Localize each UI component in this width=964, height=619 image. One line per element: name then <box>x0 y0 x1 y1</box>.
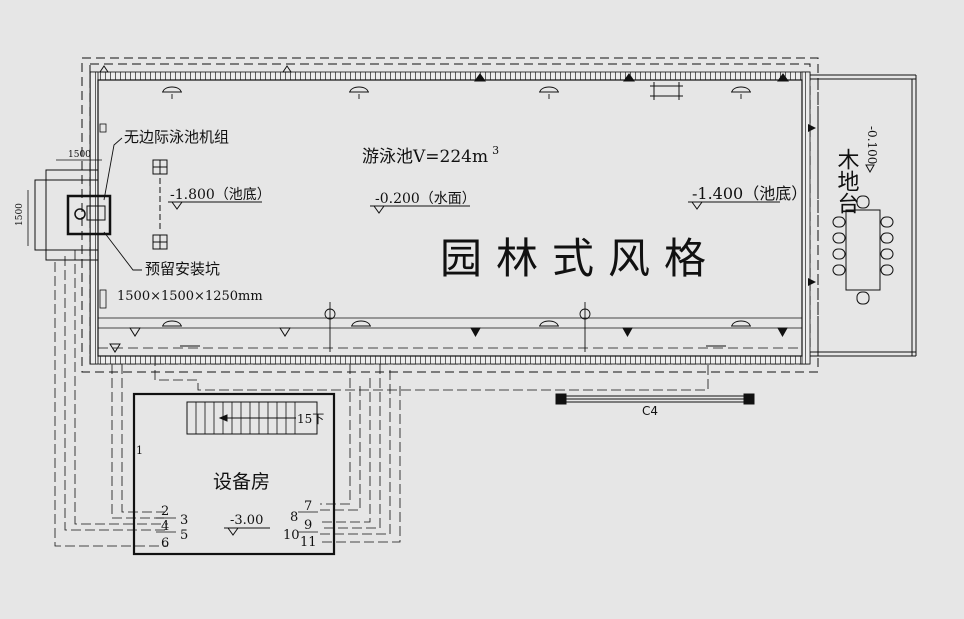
window-c4 <box>555 393 755 405</box>
pipe-number-7: 7 <box>304 499 312 514</box>
pipe-number-4: 4 <box>161 519 169 534</box>
drain-symbols <box>109 327 788 353</box>
pool-ladder <box>650 82 683 100</box>
stair-label: 15下 <box>297 412 324 426</box>
pipe-number-6: 6 <box>161 536 169 551</box>
grid-inlets <box>152 159 168 250</box>
window-tag: C4 <box>642 404 658 418</box>
pipe-number-5: 5 <box>180 528 188 543</box>
overflow-gutter <box>98 317 802 349</box>
pool-lights-bottom <box>162 302 751 352</box>
pipe-runs <box>54 250 709 547</box>
pool-volume-text: 游泳池V=224m <box>362 147 488 167</box>
side-wall-markers <box>99 123 816 309</box>
level-markers <box>168 164 875 536</box>
level-left-label: -1.800（池底） <box>170 187 271 203</box>
pipe-number-11: 11 <box>300 535 317 550</box>
pipe-number-10: 10 <box>283 528 300 543</box>
room-level-label: -3.00 <box>230 513 263 528</box>
pipe-number-3: 3 <box>180 513 188 528</box>
pool-unit-label: 无边际泳池机组 <box>124 128 229 146</box>
level-right-label: -1.400（池底） <box>692 184 807 203</box>
pool-unit-box <box>34 169 112 261</box>
style-title: 园林式风格 <box>440 234 720 283</box>
equipment-room-label: 设备房 <box>213 471 270 493</box>
pipe-number-9: 9 <box>304 518 312 533</box>
wood-deck-level: -0.100 <box>865 126 879 164</box>
top-wall-markers <box>99 65 789 82</box>
dining-table <box>832 195 894 305</box>
pool-volume-superscript: 3 <box>492 144 499 157</box>
dimension-1500-vertical: 1500 <box>15 203 25 226</box>
pipe-number-2: 2 <box>161 504 169 519</box>
pit-size-label: 1500×1500×1250mm <box>117 289 263 304</box>
level-water-label: -0.200（水面） <box>375 191 476 207</box>
unit-dimension-lines <box>27 159 102 246</box>
equipment-room <box>132 392 336 556</box>
pool-lights-top <box>162 86 751 99</box>
pipe-number-8: 8 <box>290 510 298 525</box>
reserved-pit-label: 预留安装坑 <box>145 260 220 278</box>
dimension-1500-horizontal: 1500 <box>68 150 91 160</box>
leader-lines <box>103 137 142 271</box>
wood-deck-label: 木地台 <box>834 148 860 214</box>
wood-deck-frame <box>810 74 917 357</box>
pipe-number-underlines <box>156 511 318 533</box>
pool-volume-label: 游泳池V=224m 3 <box>362 144 499 167</box>
pipe-tag-1: 1 <box>136 444 143 457</box>
